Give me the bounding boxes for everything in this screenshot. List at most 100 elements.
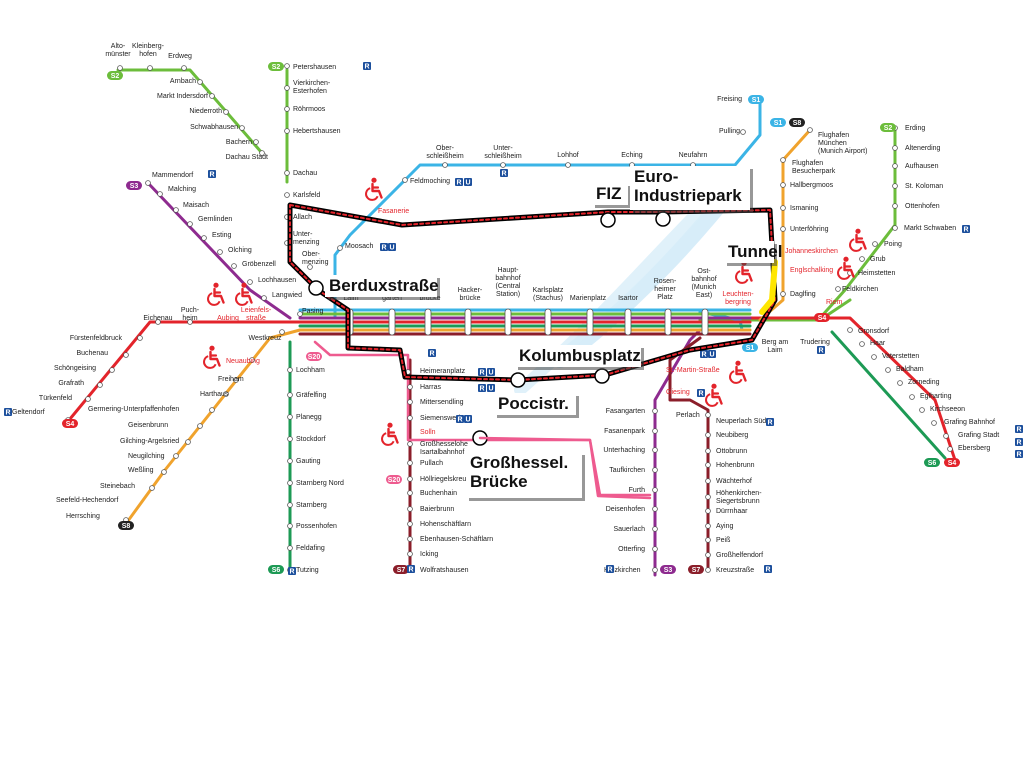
line-badge-s2: S2 <box>107 71 123 80</box>
station-label-neufahrn: Neufahrn <box>679 152 708 159</box>
station-label-herrsching: Herrsching <box>66 513 100 520</box>
station-label-arnbach: Arnbach <box>170 78 196 85</box>
station-dot <box>249 357 255 363</box>
station-dot <box>287 480 293 486</box>
station-dot <box>173 207 179 213</box>
station-dot <box>652 408 658 414</box>
svg-text:R: R <box>963 227 968 234</box>
station-dot <box>287 458 293 464</box>
station-label-schongeising: Schöngeising <box>54 365 96 372</box>
station-label-heimstetten: Heimstetten <box>858 270 895 277</box>
proposal-station-marker <box>594 368 610 384</box>
station-label-perlach: Perlach <box>676 412 700 419</box>
station-dot <box>652 487 658 493</box>
station-dot <box>155 319 161 325</box>
trunk-line-band <box>298 308 752 336</box>
station-label-untermenzing: Unter-menzing <box>293 231 320 246</box>
ubahn-icon: U <box>487 368 495 377</box>
station-label-vierkirchen: Vierkirchen-Esterhofen <box>293 80 331 95</box>
station-label-westkreuz: Westkreuz <box>249 335 282 342</box>
svg-text:S3: S3 <box>664 567 673 574</box>
proposal-station-marker <box>308 280 324 296</box>
trunk-station-marker <box>388 308 396 336</box>
station-dot <box>287 414 293 420</box>
wheelchair-icon <box>848 228 867 252</box>
svg-text:U: U <box>465 180 470 187</box>
station-dot <box>197 423 203 429</box>
trunk-station-marker <box>624 308 632 336</box>
regional-train-icon: R <box>478 368 486 377</box>
svg-text:Tunnel: Tunnel <box>728 242 782 261</box>
station-dot <box>217 249 223 255</box>
station-dot <box>407 551 413 557</box>
station-dots <box>65 63 953 573</box>
station-label-vaterstetten: Vaterstetten <box>882 353 919 360</box>
station-label-haar: Haar <box>870 340 886 347</box>
station-label-wessling: Weßling <box>128 467 154 474</box>
station-dot <box>297 311 303 317</box>
svg-text:R: R <box>456 180 461 187</box>
station-dot <box>185 439 191 445</box>
svg-text:R: R <box>698 391 703 398</box>
proposal-station-marker <box>655 211 671 227</box>
station-label-markt-schwaben: Markt Schwaben <box>904 225 956 232</box>
svg-text:U: U <box>709 352 714 359</box>
station-label-stockdorf: Stockdorf <box>296 436 326 443</box>
station-label-wolfratshausen: Wolfratshausen <box>420 567 469 574</box>
svg-text:R: R <box>1016 427 1021 434</box>
station-label-leuchtenbergring: Leuchten-bergring <box>722 291 754 306</box>
station-label-marienplatz: Marienplatz <box>570 295 607 302</box>
station-label-obermenzing: Ober-menzing <box>302 251 329 266</box>
station-label-maisach: Maisach <box>183 202 209 209</box>
svg-text:R: R <box>381 245 386 252</box>
station-label-aying: Aying <box>716 523 733 530</box>
station-label-taufkirchen: Taufkirchen <box>609 467 645 474</box>
station-label-germering: Germering-Unterpfaffenhofen <box>88 406 179 413</box>
regional-train-icon: R <box>478 384 486 393</box>
station-label-harras: Harras <box>420 384 442 391</box>
station-dot <box>284 85 290 91</box>
station-label-isartor: Isartor <box>618 295 639 302</box>
station-dot <box>705 462 711 468</box>
station-label-petershausen: Petershausen <box>293 64 336 71</box>
station-label-fasanenpark: Fasanenpark <box>604 428 645 435</box>
station-label-oberschleissheim: Ober-schleißheim <box>426 145 464 160</box>
station-label-altenerding: Altenerding <box>905 145 941 152</box>
svg-text:R: R <box>479 370 484 377</box>
line-badge-s8: S8 <box>789 118 805 127</box>
regional-train-icon: R <box>1015 425 1023 434</box>
station-label-malching: Malching <box>168 186 196 193</box>
station-label-gronsdorf: Gronsdorf <box>858 328 889 335</box>
svg-text:S4: S4 <box>948 460 957 467</box>
station-dot <box>223 109 229 115</box>
station-dot <box>187 221 193 227</box>
station-label-buchenau: Buchenau <box>76 350 108 357</box>
line-badge-s1: S1 <box>742 343 758 352</box>
station-dot <box>337 245 343 251</box>
station-label-mammendorf: Mammendorf <box>152 172 193 179</box>
line-badge-s4: S4 <box>814 313 830 322</box>
station-dot <box>407 441 413 447</box>
station-label-possenhofen: Possenhofen <box>296 523 337 530</box>
svg-text:Großhessel.Brücke: Großhessel.Brücke <box>470 453 568 491</box>
wheelchair-icon <box>364 177 383 201</box>
regional-train-icon: R <box>363 62 371 71</box>
station-dot <box>97 382 103 388</box>
station-label-grafrath: Grafrath <box>58 380 84 387</box>
proposal-label-tunnel: Tunnel <box>724 241 782 266</box>
line-s3-mammendorf <box>146 181 292 320</box>
station-label-unterfohring: Unterföhring <box>790 226 829 233</box>
svg-text:S8: S8 <box>122 523 131 530</box>
station-label-daglfing: Daglfing <box>790 291 816 298</box>
regional-train-icon: R <box>1015 450 1023 459</box>
line-s8-herrsching <box>123 328 302 527</box>
station-label-grub: Grub <box>870 256 886 263</box>
station-label-feldafing: Feldafing <box>296 545 325 552</box>
station-label-allach: Allach <box>293 214 312 221</box>
station-label-neuperlach-sud: Neuperlach Süd <box>716 418 766 425</box>
station-dot <box>705 552 711 558</box>
station-label-gilching: Gilching-Argelsried <box>120 438 179 445</box>
trunk-station-marker <box>544 308 552 336</box>
